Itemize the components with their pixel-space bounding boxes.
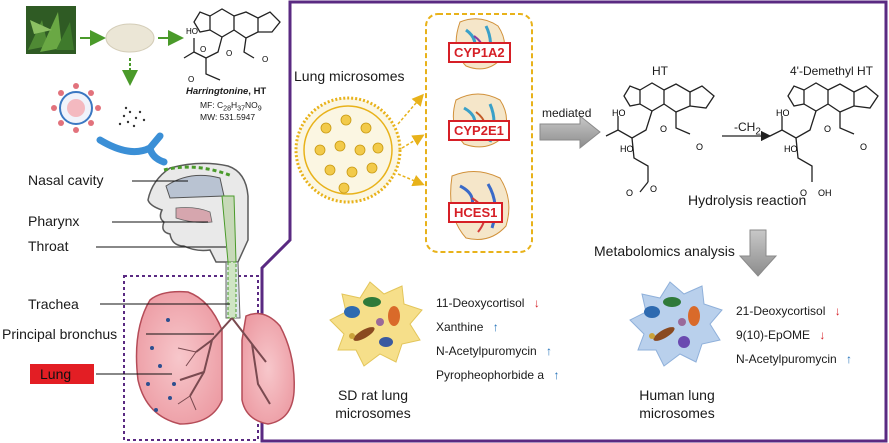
powder — [105, 23, 155, 53]
compound-abbr: HT — [253, 86, 267, 97]
harringtonine-structure — [183, 8, 281, 81]
svg-text:O: O — [262, 55, 268, 64]
metabolomics-label: Metabolomics analysis — [594, 243, 735, 259]
panel-frame — [260, 0, 888, 443]
human-metabolite-list: 21-Deoxycortisol ↓ 9(10)-EpOME ↓ N-Acety… — [736, 304, 852, 376]
down-arrow-icon: ↓ — [834, 304, 841, 318]
enzyme-cyp1a2: CYP1A2 — [448, 42, 511, 63]
ht-structure — [605, 82, 715, 193]
rat-microsomes-title: SD rat lung microsomes — [335, 387, 411, 421]
lung-microsome-vesicle — [294, 96, 402, 204]
svg-text:O: O — [696, 142, 703, 152]
label-principal-bronchus: Principal bronchus — [2, 326, 118, 342]
label-nasal-cavity: Nasal cavity — [28, 172, 104, 188]
svg-text:O: O — [188, 75, 194, 84]
up-arrow-icon: ↑ — [492, 320, 499, 334]
label-pharynx: Pharynx — [28, 213, 80, 229]
rat-metabolite-row: Xanthine ↑ — [436, 320, 559, 344]
rat-metabolite-row: Pyropheophorbide a ↑ — [436, 368, 559, 392]
label-throat: Throat — [28, 238, 69, 254]
rat-metabolite-row: N-Acetylpuromycin ↑ — [436, 344, 559, 368]
hydrolysis-label: Hydrolysis reaction — [688, 192, 807, 208]
lungs-graphic — [135, 261, 295, 425]
svg-text:O: O — [824, 124, 831, 134]
lung-microsomes-title: Lung microsomes — [294, 68, 405, 84]
svg-text:HO: HO — [620, 144, 634, 154]
human-metabolite-name: 21-Deoxycortisol — [736, 304, 826, 318]
human-microsome-burst — [629, 281, 723, 367]
svg-text:O: O — [226, 49, 232, 58]
svg-text:HO: HO — [612, 108, 626, 118]
substrate-label: HT — [652, 64, 668, 78]
product-label: 4'-Demethyl HT — [790, 64, 873, 78]
head-outline — [147, 162, 249, 263]
microsome-particles — [314, 114, 384, 194]
human-metabolite-row: 9(10)-EpOME ↓ — [736, 328, 852, 352]
svg-text:O: O — [860, 142, 867, 152]
rat-microsome-burst — [329, 281, 423, 367]
down-arrow-icon: ↓ — [819, 328, 826, 342]
svg-text:O: O — [800, 188, 807, 198]
label-lung: Lung — [30, 364, 94, 384]
enzyme-cyp2e1: CYP2E1 — [448, 120, 510, 141]
metabolomics-arrow — [738, 229, 778, 277]
particle-dots — [118, 106, 146, 128]
enzyme-hces1: HCES1 — [448, 202, 504, 223]
compound-comma: , — [248, 86, 254, 97]
mediated-arrow — [539, 114, 601, 150]
up-arrow-icon: ↑ — [546, 344, 553, 358]
molecular-formula: MF: C28H37NO9 — [200, 100, 262, 113]
human-metabolite-row: N-Acetylpuromycin ↑ — [736, 352, 852, 376]
leader-lines — [96, 180, 230, 375]
svg-text:O: O — [626, 188, 633, 198]
svg-text:O: O — [660, 124, 667, 134]
down-arrow-icon: ↓ — [533, 296, 540, 310]
methyl-loss-label: -CH2 — [734, 120, 761, 138]
compound-name: Harringtonine — [186, 86, 249, 97]
molecular-weight: MW: 531.5947 — [200, 112, 256, 122]
rat-metabolite-list: 11-Deoxycortisol ↓ Xanthine ↑ N-Acetylpu… — [436, 296, 559, 392]
demethyl-ht-structure — [769, 82, 879, 182]
mediated-label: mediated — [542, 106, 592, 120]
rat-metabolite-name: N-Acetylpuromycin — [436, 344, 537, 358]
rat-metabolite-row: 11-Deoxycortisol ↓ — [436, 296, 559, 320]
rat-metabolite-name: Pyropheophorbide a — [436, 368, 545, 382]
up-arrow-icon: ↑ — [846, 352, 853, 366]
human-metabolite-row: 21-Deoxycortisol ↓ — [736, 304, 852, 328]
label-trachea: Trachea — [28, 296, 79, 312]
lung-particles — [146, 318, 176, 412]
rat-metabolite-name: Xanthine — [436, 320, 484, 334]
inhaler-device — [96, 132, 168, 166]
svg-text:O: O — [200, 45, 206, 54]
svg-text:O: O — [650, 184, 657, 194]
svg-text:OH: OH — [818, 188, 832, 198]
human-metabolite-name: N-Acetylpuromycin — [736, 352, 837, 366]
human-microsomes-title: Human lung microsomes — [639, 387, 715, 421]
up-arrow-icon: ↑ — [553, 368, 560, 382]
svg-text:HO: HO — [186, 27, 198, 36]
rat-metabolite-name: 11-Deoxycortisol — [436, 296, 525, 310]
compound-name-row: Harringtonine, HT — [186, 86, 266, 97]
svg-text:HO: HO — [776, 108, 790, 118]
virus-particle — [51, 83, 101, 133]
svg-text:HO: HO — [784, 144, 798, 154]
human-metabolite-name: 9(10)-EpOME — [736, 328, 811, 342]
plant-photo — [26, 6, 76, 54]
